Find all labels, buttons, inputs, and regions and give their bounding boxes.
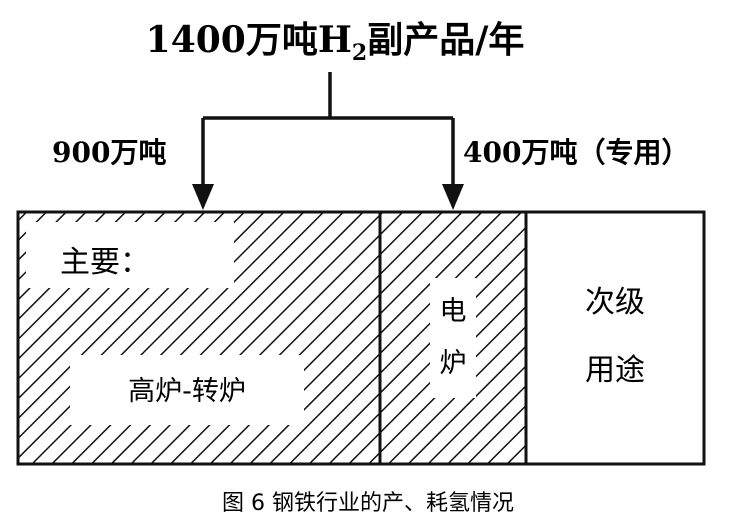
right-branch-label: 400万吨（专用） — [463, 136, 689, 169]
main-label-bg — [26, 222, 234, 288]
title-prefix: 1400万吨H — [146, 19, 352, 61]
title-subscript: 2 — [352, 40, 367, 66]
figure-caption: 图 6 钢铁行业的产、耗氢情况 — [222, 491, 514, 516]
main-box-sublabel: 高炉-转炉 — [128, 376, 246, 407]
left-branch-label: 900万吨 — [52, 136, 166, 169]
main-sublabel-bg — [70, 355, 304, 425]
secondary-use-label-2: 用途 — [585, 353, 645, 388]
diagram-title: 1400万吨H2副产品/年 — [146, 19, 525, 66]
secondary-use-label-1: 次级 — [585, 285, 645, 320]
electric-furnace-label-2: 炉 — [440, 348, 467, 379]
right-arrow-icon — [442, 184, 464, 210]
main-box-label: 主要： — [60, 245, 150, 280]
flow-connectors — [201, 72, 455, 186]
electric-label-bg — [430, 278, 476, 398]
title-suffix: 副产品/年 — [367, 19, 524, 61]
left-arrow-icon — [192, 184, 214, 210]
electric-furnace-label-1: 电 — [440, 296, 467, 327]
secondary-use-box — [524, 210, 706, 466]
